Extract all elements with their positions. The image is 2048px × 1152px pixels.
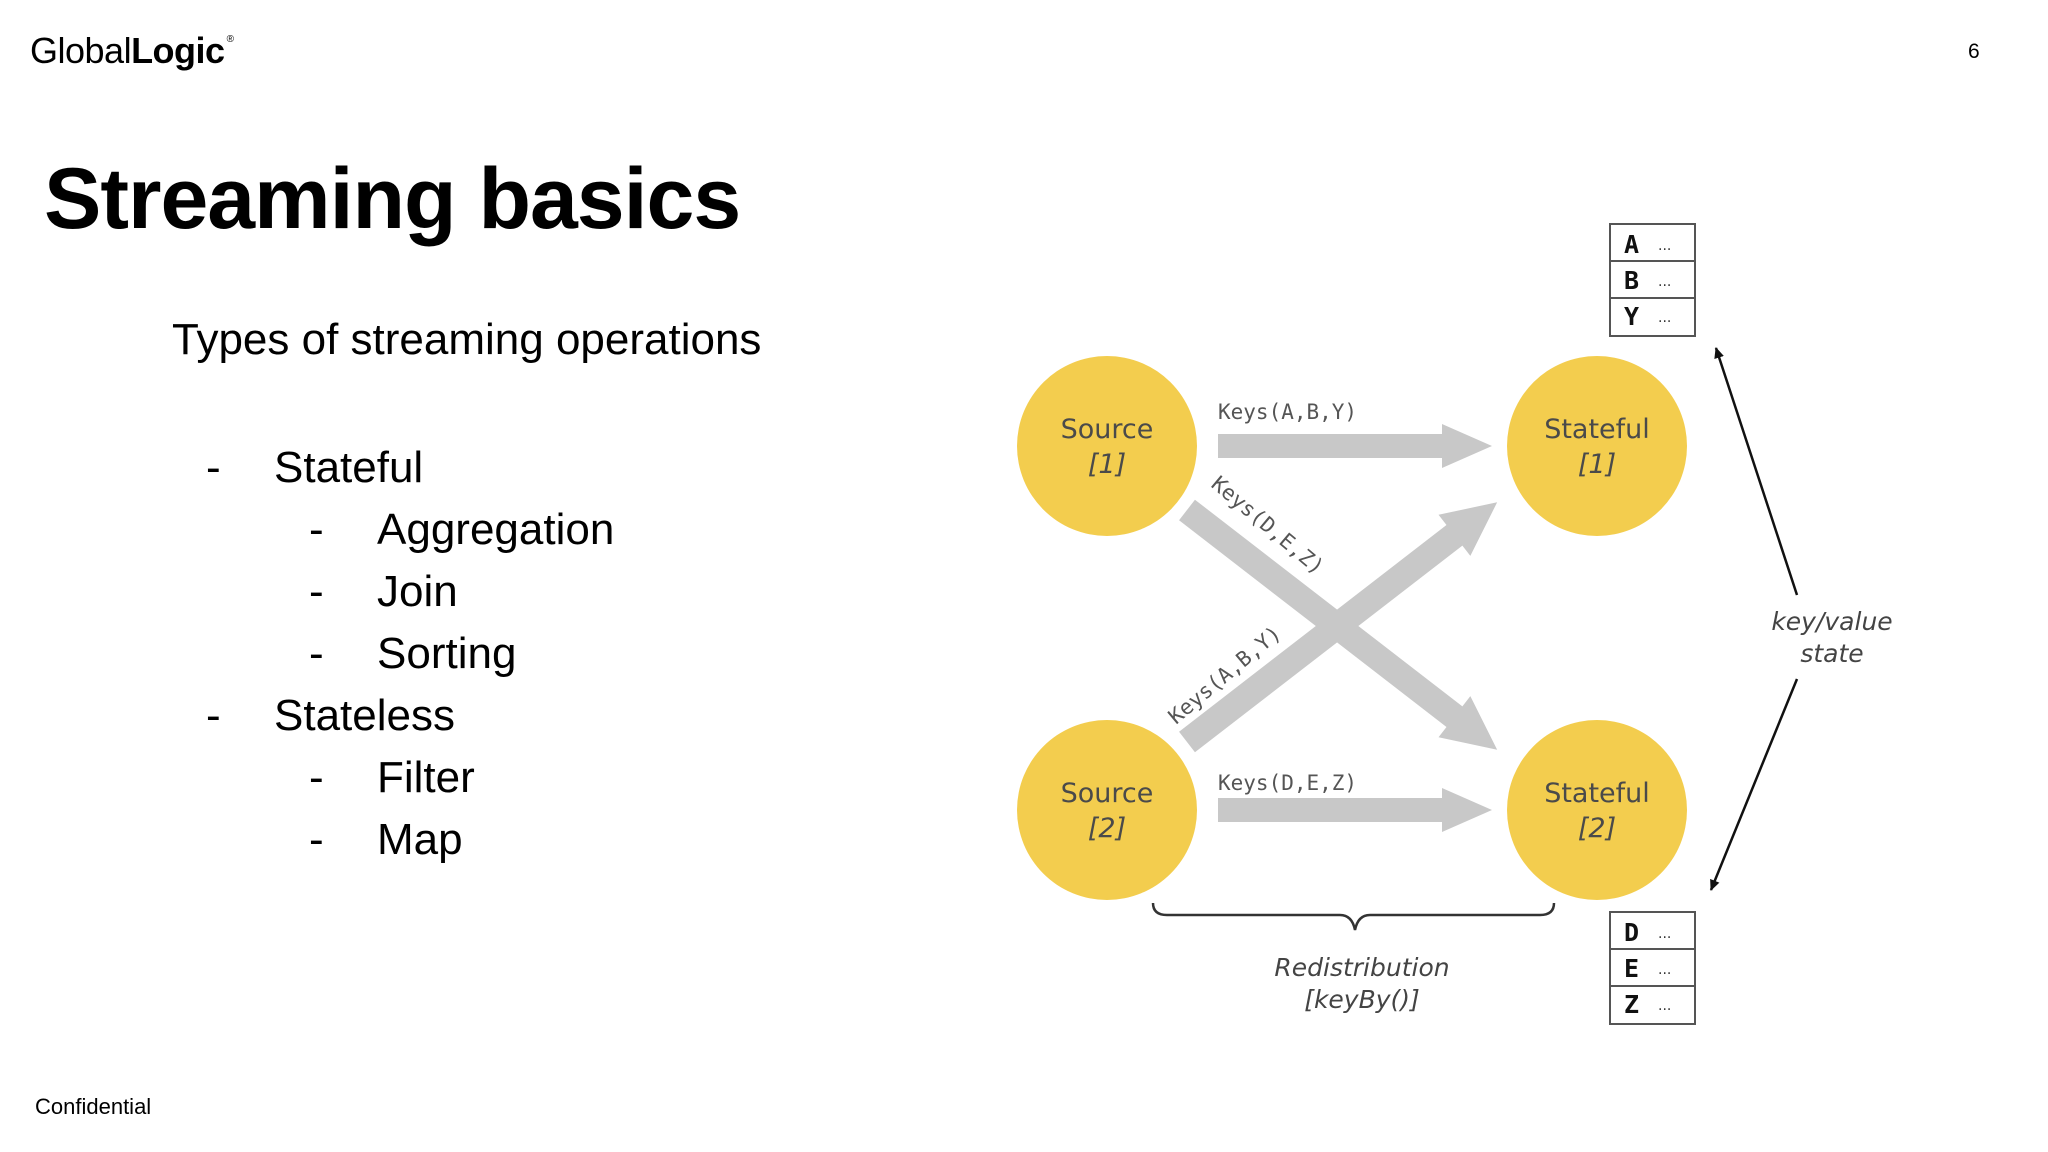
arrow-label: Keys(A,B,Y)	[1218, 400, 1357, 424]
state-arrow-up	[1714, 347, 1799, 596]
node-label: Stateful	[1544, 778, 1650, 809]
list-bullet: -	[309, 567, 324, 616]
state-key: Z	[1624, 990, 1639, 1019]
list-item-label: Filter	[377, 753, 475, 802]
list-bullet: -	[309, 505, 324, 554]
state-value: ...	[1658, 238, 1671, 254]
source-1-node	[1017, 356, 1197, 536]
list-bullet: -	[206, 691, 221, 740]
node-index: [2]	[1578, 813, 1616, 844]
logo-text-light: Global	[30, 30, 132, 71]
source-2-node	[1017, 720, 1197, 900]
state-value: ...	[1658, 998, 1671, 1014]
state-label: key/value	[1771, 607, 1892, 636]
node-index: [1]	[1578, 449, 1616, 480]
keyby-redistribution-diagram: Keys(A,B,Y) Keys(D,E,Z) Keys(D,E,Z) Keys…	[1000, 210, 2000, 1090]
state-value: ...	[1658, 926, 1671, 942]
state-key: E	[1624, 954, 1639, 983]
page-number: 6	[1968, 40, 1980, 63]
list-item-label: Aggregation	[377, 505, 615, 554]
node-label: Source	[1061, 778, 1154, 809]
list-bullet: -	[309, 753, 324, 802]
list-item-label: Map	[377, 815, 463, 864]
arrow-source2-to-stateful1	[1179, 502, 1498, 753]
logo-text-bold: Logic	[131, 30, 225, 71]
state-key: A	[1624, 230, 1639, 259]
list-item-label: Sorting	[377, 629, 517, 678]
state-key: D	[1624, 918, 1639, 947]
node-index: [1]	[1088, 449, 1126, 480]
arrow-source1-to-stateful1	[1218, 424, 1492, 468]
state-label: state	[1800, 639, 1863, 668]
list-bullet: -	[309, 629, 324, 678]
state-arrow-down	[1709, 678, 1799, 891]
operations-list: - Stateful - Aggregation - Join - Sortin…	[0, 0, 900, 900]
state-value: ...	[1658, 962, 1671, 978]
list-item-label: Stateful	[274, 443, 424, 492]
stateful-1-node	[1507, 356, 1687, 536]
state-value: ...	[1658, 274, 1671, 290]
node-index: [2]	[1088, 813, 1126, 844]
slide-subtitle: Types of streaming operations	[172, 315, 762, 364]
diagram-svg: Keys(A,B,Y) Keys(D,E,Z) Keys(D,E,Z) Keys…	[1017, 223, 1893, 1025]
state-key: B	[1624, 266, 1639, 295]
redistribution-label: Redistribution	[1274, 953, 1449, 982]
footer-confidential: Confidential	[35, 1094, 152, 1119]
slide-title: Streaming basics	[44, 151, 741, 247]
redistribution-label: [keyBy()]	[1304, 985, 1420, 1014]
node-label: Source	[1061, 414, 1154, 445]
logo-registered-mark: ®	[226, 34, 234, 45]
state-table-top: A B Y ... ... ...	[1609, 223, 1696, 337]
arrow-label: Keys(D,E,Z)	[1218, 771, 1357, 795]
state-table-bottom: D E Z ... ... ...	[1609, 911, 1696, 1025]
state-value: ...	[1658, 310, 1671, 326]
stateful-2-node	[1507, 720, 1687, 900]
node-label: Stateful	[1544, 414, 1650, 445]
arrow-source2-to-stateful2	[1218, 788, 1492, 832]
list-item-label: Stateless	[274, 691, 455, 740]
list-item-label: Join	[377, 567, 458, 616]
list-bullet: -	[309, 815, 324, 864]
globallogic-logo: GlobalLogic®	[30, 30, 234, 72]
list-bullet: -	[206, 443, 221, 492]
redistribution-brace	[1151, 902, 1556, 931]
state-key: Y	[1624, 302, 1639, 331]
